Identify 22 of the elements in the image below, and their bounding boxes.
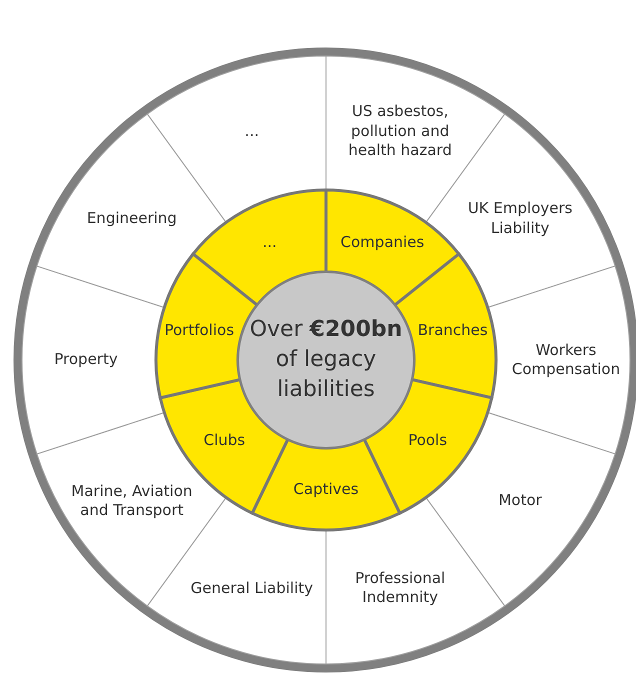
segment-label: UK Employers Liability <box>466 199 574 238</box>
outer-ring-segment <box>36 114 227 308</box>
segment-label: General Liability <box>190 578 314 598</box>
segment-label: Marine, Aviation and Transport <box>70 482 194 521</box>
segment-label: Clubs <box>204 431 246 451</box>
segment-label: Companies <box>340 233 424 253</box>
segment-label: Engineering <box>86 209 177 229</box>
segment-label: Captives <box>293 480 359 500</box>
outer-ring-segment <box>22 266 165 454</box>
segment-label: US asbestos, pollution and health hazard <box>347 102 453 161</box>
segment-label: ... <box>244 122 259 142</box>
segment-label: Property <box>54 350 118 370</box>
inner-ring-segment <box>250 438 402 532</box>
segment-label: Portfolios <box>164 321 234 341</box>
outer-ring-segment <box>487 266 630 454</box>
segment-label: Workers Compensation <box>510 340 622 380</box>
segment-label: Motor <box>498 491 542 511</box>
segment-label: Branches <box>418 321 488 341</box>
segment-label: Professional Indemnity <box>354 568 446 608</box>
segment-label: ... <box>262 233 277 253</box>
center-label: Over €200bn of legacy liabilities <box>248 316 404 404</box>
segment-label: Pools <box>408 431 448 451</box>
